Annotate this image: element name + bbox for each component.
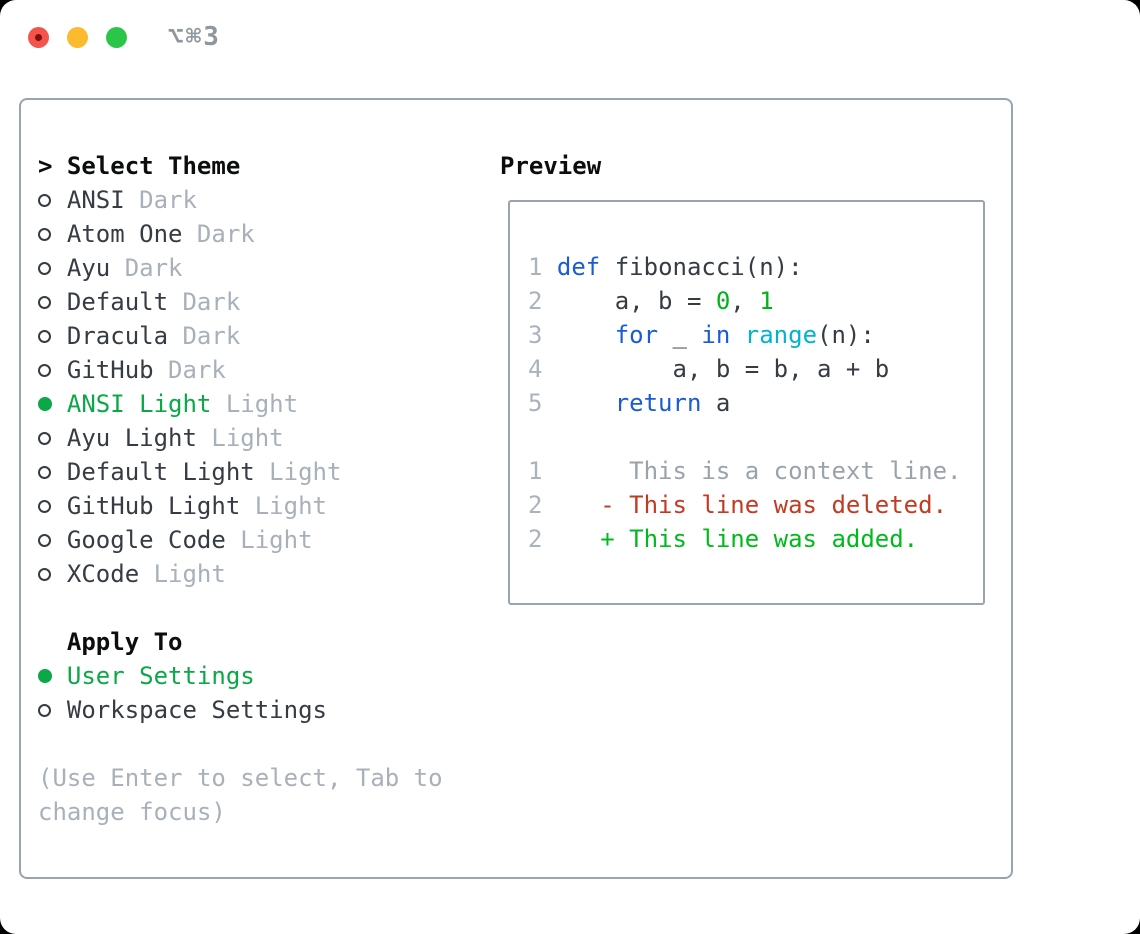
apply-option-label: User Settings	[66, 662, 255, 690]
code-line: 2 + This line was added.	[528, 525, 919, 553]
line-number: 2	[528, 491, 543, 519]
theme-name: GitHub	[66, 356, 154, 384]
theme-variant: Dark	[182, 322, 241, 350]
radio-empty-icon	[38, 533, 67, 547]
theme-option-github-light[interactable]: GitHub Light Light	[38, 489, 468, 523]
theme-variant: Light	[211, 424, 284, 452]
line-number: 5	[528, 389, 543, 417]
theme-name: Google Code	[66, 526, 226, 554]
radio-empty-icon	[38, 499, 67, 513]
theme-variant: Dark	[124, 254, 183, 282]
theme-option-xcode[interactable]: XCode Light	[38, 557, 468, 591]
theme-variant: Light	[225, 390, 299, 418]
theme-name: Default	[66, 288, 169, 316]
radio-filled-icon	[38, 397, 67, 411]
code-line: 3 for _ in range(n):	[528, 321, 875, 349]
theme-option-ansi-light[interactable]: ANSI Light Light	[38, 387, 468, 421]
apply-to-header: Apply To	[38, 625, 468, 659]
help-text: (Use Enter to select, Tab to change focu…	[38, 764, 443, 826]
theme-option-dracula[interactable]: Dracula Dark	[38, 319, 468, 353]
radio-empty-icon	[38, 703, 67, 717]
radio-empty-icon	[38, 465, 67, 479]
radio-filled-icon	[38, 669, 67, 683]
code-line	[528, 420, 983, 454]
preview-header: Preview	[500, 149, 601, 183]
code-line: 2 - This line was deleted.	[528, 491, 948, 519]
theme-option-ayu-light[interactable]: Ayu Light Light	[38, 421, 468, 455]
theme-variant: Light	[269, 458, 342, 486]
theme-name: Atom One	[66, 220, 183, 248]
theme-name: ANSI Light	[66, 390, 212, 418]
radio-empty-icon	[38, 193, 67, 207]
radio-empty-icon	[38, 363, 67, 377]
apply-option-user-settings[interactable]: User Settings	[38, 659, 468, 693]
radio-empty-icon	[38, 295, 67, 309]
theme-variant: Light	[254, 492, 327, 520]
theme-option-atom-one[interactable]: Atom One Dark	[38, 217, 468, 251]
theme-option-ansi[interactable]: ANSI Dark	[38, 183, 468, 217]
radio-empty-icon	[38, 261, 67, 275]
theme-variant: Light	[153, 560, 226, 588]
theme-variant: Light	[240, 526, 313, 554]
theme-option-google-code[interactable]: Google Code Light	[38, 523, 468, 557]
line-number: 2	[528, 287, 543, 315]
theme-name: Ayu Light	[66, 424, 197, 452]
apply-option-workspace-settings[interactable]: Workspace Settings	[38, 693, 468, 727]
theme-name: Dracula	[66, 322, 169, 350]
theme-variant: Dark	[139, 186, 197, 214]
theme-name: GitHub Light	[66, 492, 241, 520]
close-button[interactable]	[28, 27, 49, 48]
radio-empty-icon	[38, 431, 67, 445]
theme-option-ayu[interactable]: Ayu Dark	[38, 251, 468, 285]
theme-name: Default Light	[66, 458, 255, 486]
focus-caret-icon: >	[38, 152, 53, 180]
line-number: 1	[528, 253, 543, 281]
apply-option-label: Workspace Settings	[66, 696, 327, 724]
theme-name: Ayu	[66, 254, 111, 282]
code-line: 4 a, b = b, a + b	[528, 355, 890, 383]
window-title: ⌥⌘3	[168, 22, 221, 52]
preview-title: Preview	[500, 152, 602, 180]
theme-option-github[interactable]: GitHub Dark	[38, 353, 468, 387]
line-number: 4	[528, 355, 543, 383]
preview-box: 1 def fibonacci(n): 2 a, b = 0, 1 3 for _ …	[508, 200, 985, 605]
theme-variant: Dark	[196, 220, 255, 248]
code-block: 1 def fibonacci(n): 2 a, b = 0, 1 3 for _ …	[528, 250, 983, 556]
radio-empty-icon	[38, 329, 67, 343]
theme-variant: Dark	[168, 356, 226, 384]
line-number: 2	[528, 525, 543, 553]
theme-option-default[interactable]: Default Dark	[38, 285, 468, 319]
theme-name: XCode	[66, 560, 140, 588]
close-dot-icon	[35, 34, 42, 41]
line-number: 3	[528, 321, 543, 349]
theme-variant: Dark	[182, 288, 241, 316]
apply-to-title: Apply To	[66, 628, 183, 656]
line-number: 1	[528, 457, 543, 485]
code-line: 2 a, b = 0, 1	[528, 287, 774, 315]
theme-name: ANSI	[66, 186, 125, 214]
code-line: 5 return a	[528, 389, 731, 417]
radio-empty-icon	[38, 227, 67, 241]
theme-list-title: Select Theme	[66, 152, 241, 180]
radio-empty-icon	[38, 567, 67, 581]
minimize-button[interactable]	[67, 27, 88, 48]
theme-option-default-light[interactable]: Default Light Light	[38, 455, 468, 489]
code-line: 1 def fibonacci(n):	[528, 253, 803, 281]
theme-list-header: > Select Theme	[38, 149, 468, 183]
maximize-button[interactable]	[106, 27, 127, 48]
code-line: 1 This is a context line.	[528, 457, 962, 485]
